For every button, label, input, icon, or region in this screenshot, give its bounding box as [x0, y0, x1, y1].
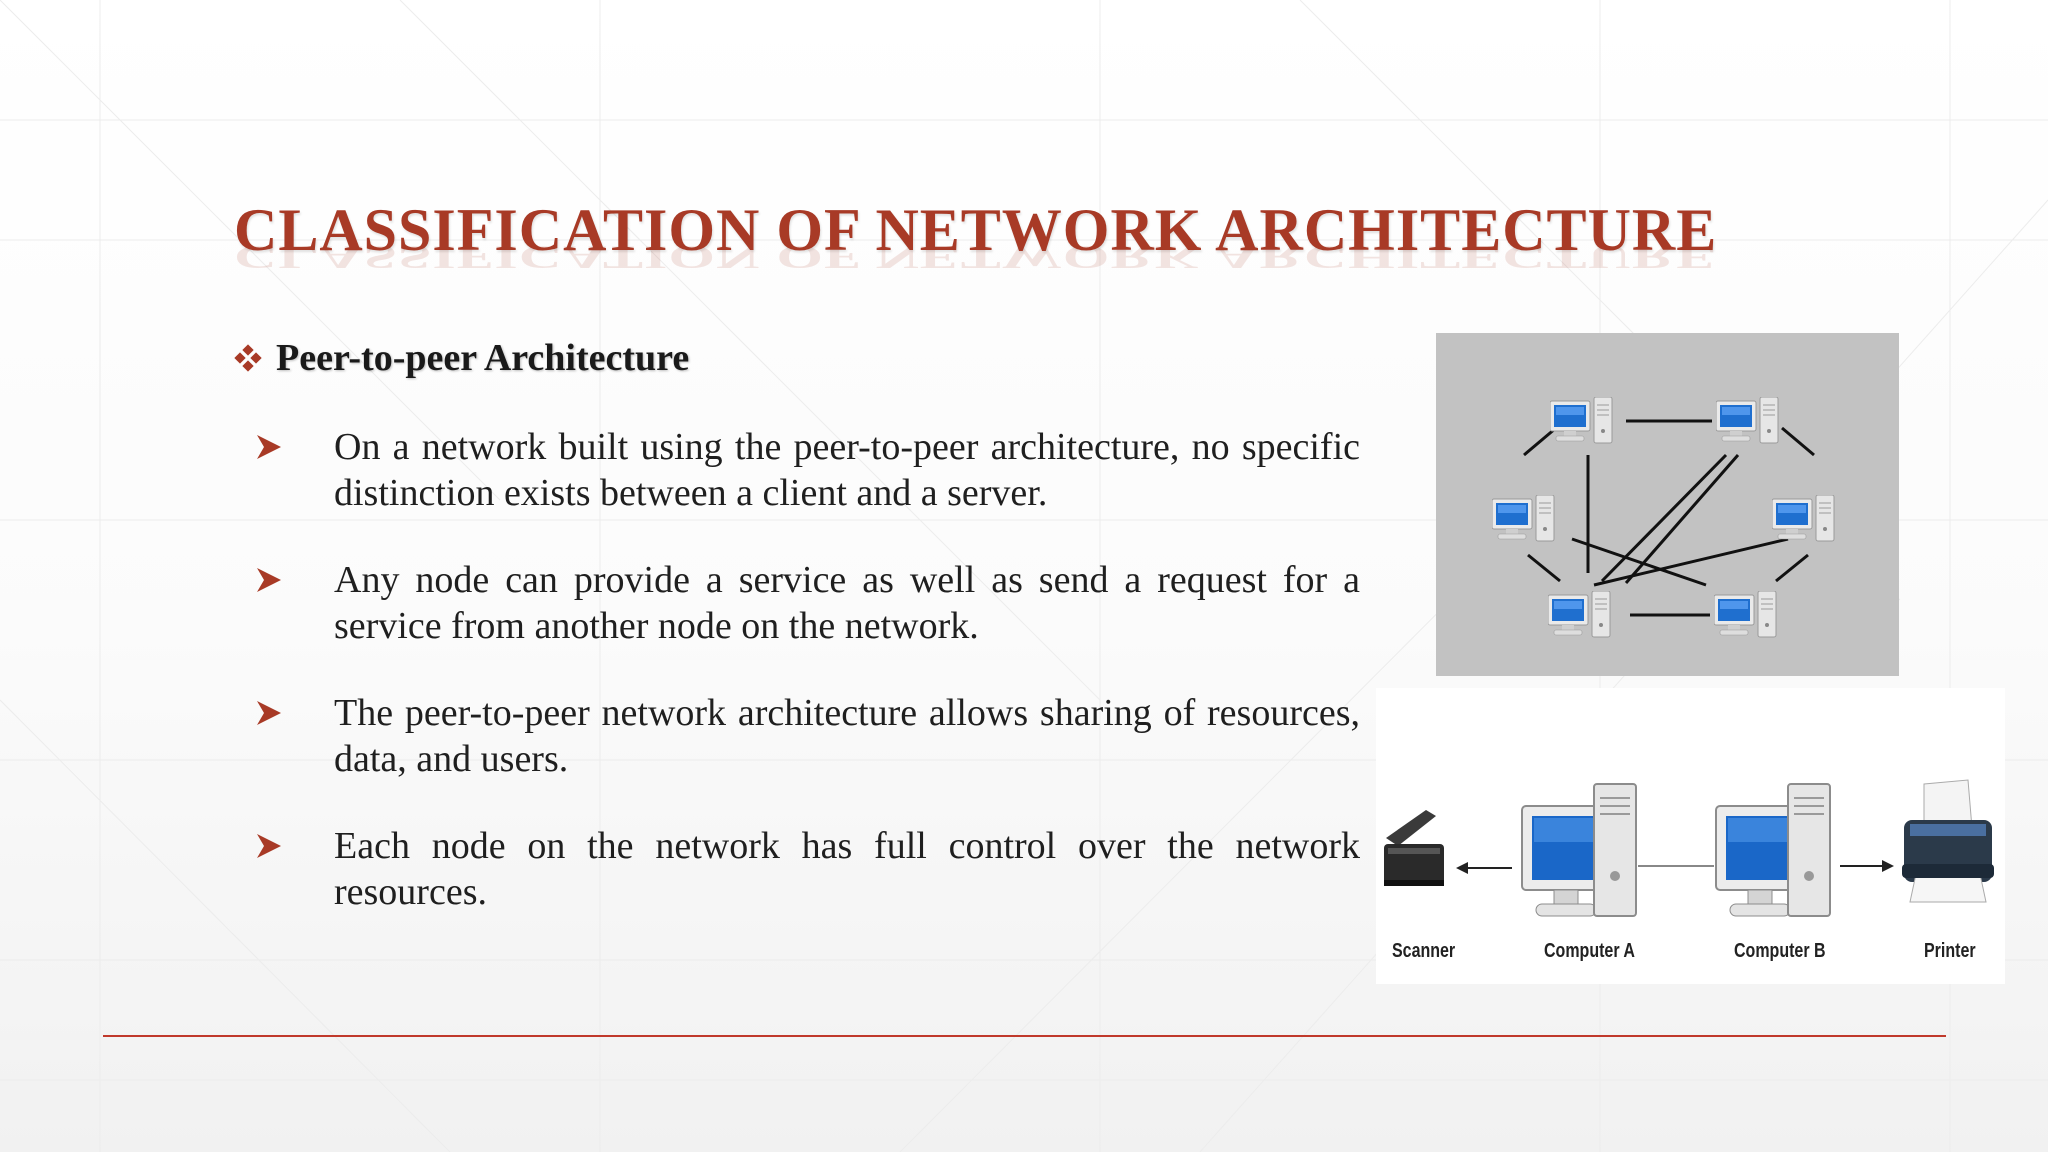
arrowhead-bullet-icon [257, 701, 281, 725]
list-item: Any node can provide a service as well a… [254, 557, 1360, 649]
bullet-text: On a network built using the peer-to-pee… [334, 426, 1360, 514]
list-item: The peer-to-peer network architecture al… [254, 690, 1360, 782]
bullet-list: On a network built using the peer-to-pee… [254, 424, 1360, 956]
bullet-text: Each node on the network has full contro… [334, 825, 1360, 913]
peer-to-peer-mesh-diagram [1436, 333, 1899, 676]
bullet-text: The peer-to-peer network architecture al… [334, 692, 1360, 780]
diamond-bullet-icon [234, 344, 262, 372]
slide-title-reflection: CLASSIFICATION OF NETWORK ARCHITECTURE [234, 239, 1718, 276]
list-item: Each node on the network has full contro… [254, 823, 1360, 915]
caption-scanner: Scanner [1392, 940, 1456, 962]
list-item: On a network built using the peer-to-pee… [254, 424, 1360, 516]
bullet-text: Any node can provide a service as well a… [334, 559, 1360, 647]
subheading-text: Peer-to-peer Architecture [276, 337, 690, 379]
shared-devices-diagram [1376, 688, 2005, 984]
computer-b-icon [1715, 783, 1831, 917]
subheading: Peer-to-peer Architecture [234, 336, 689, 380]
scanner-icon [1384, 810, 1444, 886]
caption-computer-a: Computer A [1544, 940, 1635, 962]
arrowhead-bullet-icon [257, 435, 281, 459]
caption-printer: Printer [1924, 940, 1976, 962]
slide-title: CLASSIFICATION OF NETWORK ARCHITECTURE [234, 197, 1718, 263]
caption-computer-b: Computer B [1734, 940, 1826, 962]
arrowhead-bullet-icon [257, 568, 281, 592]
arrowhead-bullet-icon [257, 834, 281, 858]
computer-a-icon [1521, 783, 1637, 917]
printer-icon [1902, 779, 1994, 903]
footer-divider [103, 1035, 1946, 1037]
